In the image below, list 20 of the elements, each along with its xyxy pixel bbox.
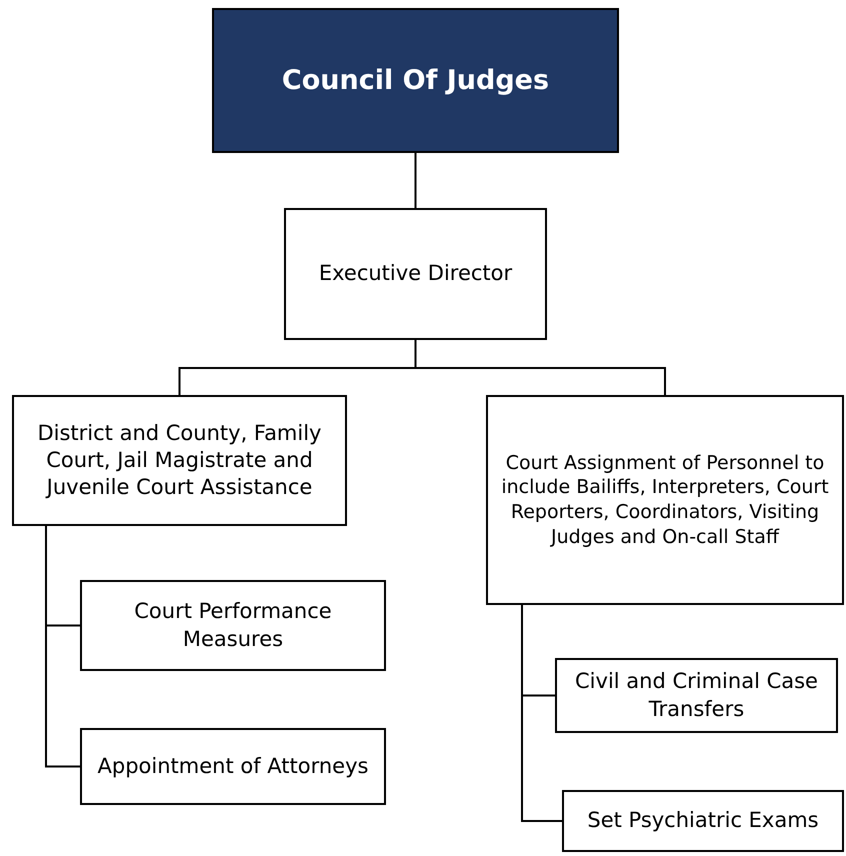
box-label: Appointment of Attorneys bbox=[98, 752, 368, 780]
connector-line bbox=[45, 526, 80, 768]
org-box bbox=[80, 728, 386, 805]
connector-line bbox=[521, 605, 562, 822]
org-box bbox=[562, 790, 844, 852]
org-box bbox=[284, 208, 547, 340]
box-label: Court Performance Measures bbox=[133, 598, 333, 652]
box-label: Council Of Judges bbox=[282, 64, 550, 98]
box-label: Executive Director bbox=[318, 260, 512, 288]
connector-line bbox=[414, 340, 666, 395]
box-label: Civil and Criminal Case Transfers bbox=[574, 668, 819, 722]
title-box bbox=[212, 8, 619, 153]
connector-line bbox=[414, 153, 416, 208]
org-box bbox=[80, 580, 386, 671]
box-label: District and County, Family Court, Jail Magistrate and Juvenile Court Assistance bbox=[36, 420, 322, 502]
org-box bbox=[486, 395, 844, 605]
box-label: Court Assignment of Personnel to include Bailiffs, Interpreters, Court Reporters, Coordinators, Visiting Judges and On-call Staff bbox=[500, 450, 830, 550]
box-label: Set Psychiatric Exams bbox=[587, 807, 819, 834]
org-box bbox=[12, 395, 347, 526]
org-box bbox=[555, 658, 838, 733]
